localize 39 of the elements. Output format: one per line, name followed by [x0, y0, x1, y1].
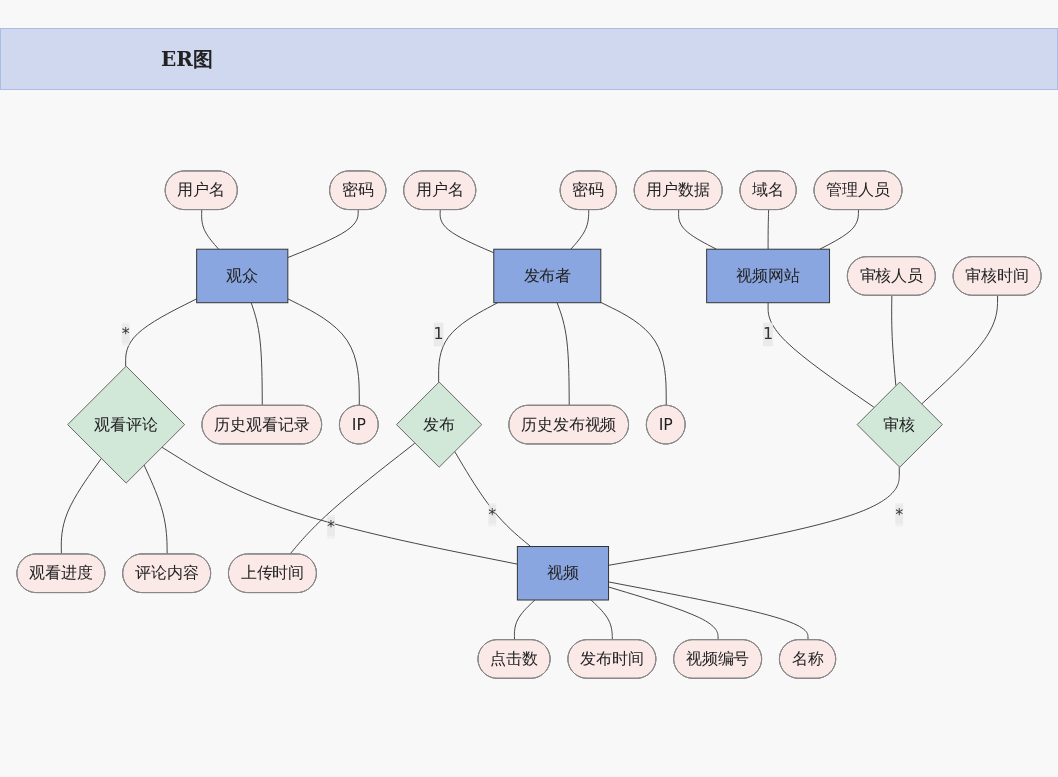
connector [161, 446, 518, 566]
connector [600, 302, 667, 407]
edge-label: * [488, 505, 497, 525]
connector [819, 209, 859, 251]
connector [201, 209, 220, 251]
connector [287, 298, 360, 407]
title: ER图 [161, 45, 213, 73]
connector [608, 467, 900, 567]
connector [287, 209, 359, 259]
connector [454, 451, 532, 548]
node-diamond: 发布 [396, 381, 483, 469]
connector [143, 464, 168, 556]
connector [920, 295, 999, 406]
connector [608, 586, 719, 642]
edge-label: 1 [763, 324, 774, 344]
connector [678, 209, 717, 251]
edge-label: 1 [433, 324, 444, 344]
node-box: 发布者 [493, 249, 602, 304]
connector [60, 458, 102, 556]
connector [439, 209, 495, 254]
edge-label: * [895, 505, 904, 525]
connector [250, 302, 263, 407]
node-box: 视频网站 [706, 249, 831, 304]
connector [289, 443, 416, 556]
connector [590, 599, 613, 642]
connector [891, 295, 897, 387]
edge-label: * [327, 517, 336, 537]
connector [767, 302, 875, 409]
node-diamond: 观看评论 [67, 366, 186, 484]
edge-label: * [121, 324, 130, 344]
node-box: 观众 [196, 249, 289, 304]
connector [513, 599, 536, 642]
connector [570, 209, 590, 251]
connector [125, 298, 198, 368]
connector [556, 302, 570, 407]
connector [767, 209, 770, 251]
node-diamond: 审核 [856, 381, 943, 469]
connector [608, 581, 809, 642]
node-box: 视频 [516, 546, 610, 601]
